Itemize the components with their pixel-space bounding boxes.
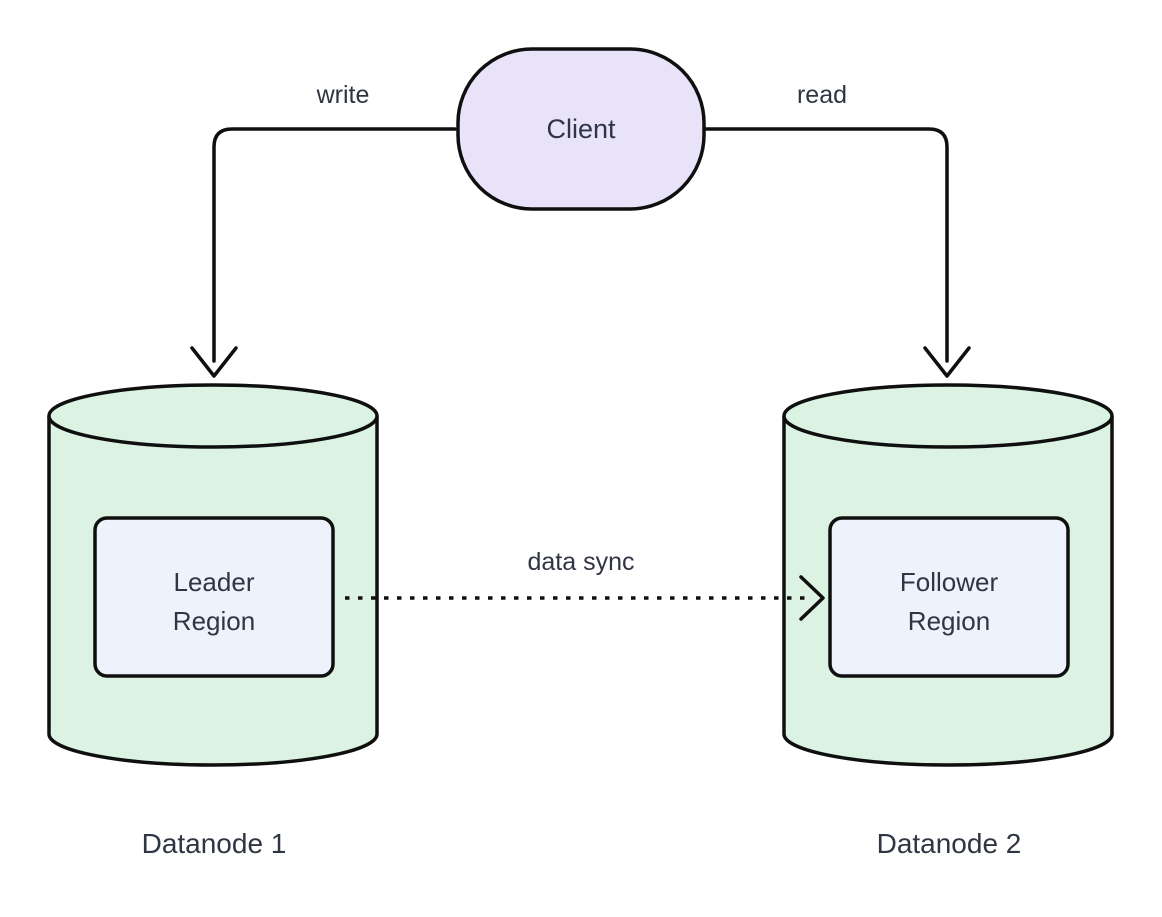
client-label: Client (546, 114, 616, 144)
follower-region-label-line1: Follower (900, 567, 999, 597)
leader-region-label-line1: Leader (174, 567, 255, 597)
read-edge-label: read (797, 81, 847, 109)
datanode2-caption: Datanode 2 (877, 828, 1022, 859)
follower-region-label-line2: Region (908, 606, 990, 636)
client-node (456, 47, 706, 211)
write-edge-label: write (316, 81, 370, 109)
datanode1-caption: Datanode 1 (142, 828, 287, 859)
leader-region-box (93, 516, 335, 678)
sync-edge-label: data sync (527, 548, 634, 576)
read-arrowhead (923, 346, 971, 378)
datanode2-cylinder: Follower Region (782, 383, 1114, 767)
datanode2-cylinder-top (782, 383, 1114, 449)
sync-arrowhead (799, 575, 825, 621)
write-arrowhead (190, 346, 238, 378)
leader-region-label-line2: Region (173, 606, 255, 636)
write-edge (212, 127, 457, 363)
follower-region-box (828, 516, 1070, 678)
datanode1-cylinder-top (47, 383, 379, 449)
datanode1-cylinder: Leader Region (47, 383, 379, 767)
read-edge (704, 127, 949, 363)
